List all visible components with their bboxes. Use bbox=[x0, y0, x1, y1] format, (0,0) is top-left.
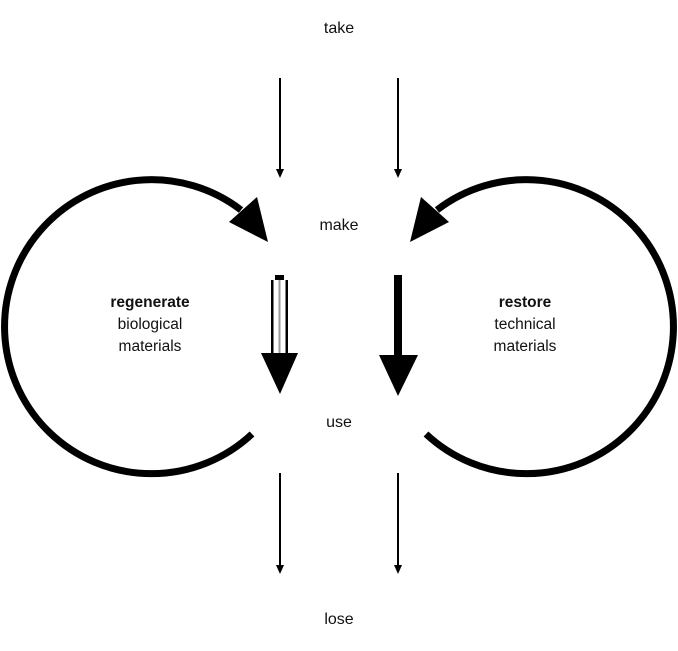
regenerate-line-1: biological bbox=[117, 316, 183, 333]
use-to-lose-arrow-right bbox=[394, 473, 402, 574]
stage-label-use: use bbox=[326, 414, 352, 431]
make-to-use-biological-arrow bbox=[261, 275, 298, 394]
restore-loop-label: restore technical materials bbox=[455, 292, 595, 358]
restore-loop-arrow bbox=[410, 176, 677, 478]
restore-line-1: technical bbox=[494, 316, 556, 333]
regenerate-loop-arrow bbox=[1, 176, 268, 478]
regenerate-title: regenerate bbox=[110, 294, 190, 311]
regenerate-loop-label: regenerate biological materials bbox=[80, 292, 220, 358]
stage-label-take: take bbox=[323, 20, 355, 37]
regenerate-line-2: materials bbox=[118, 338, 182, 355]
stage-label-lose: lose bbox=[324, 611, 354, 628]
take-to-make-arrow-left bbox=[276, 78, 284, 178]
restore-title: restore bbox=[498, 294, 552, 311]
use-to-lose-arrow-left bbox=[276, 473, 284, 574]
make-to-use-technical-arrow bbox=[379, 275, 418, 396]
restore-line-2: materials bbox=[493, 338, 557, 355]
take-to-make-arrow-right bbox=[394, 78, 402, 178]
stage-label-make: make bbox=[319, 217, 359, 234]
